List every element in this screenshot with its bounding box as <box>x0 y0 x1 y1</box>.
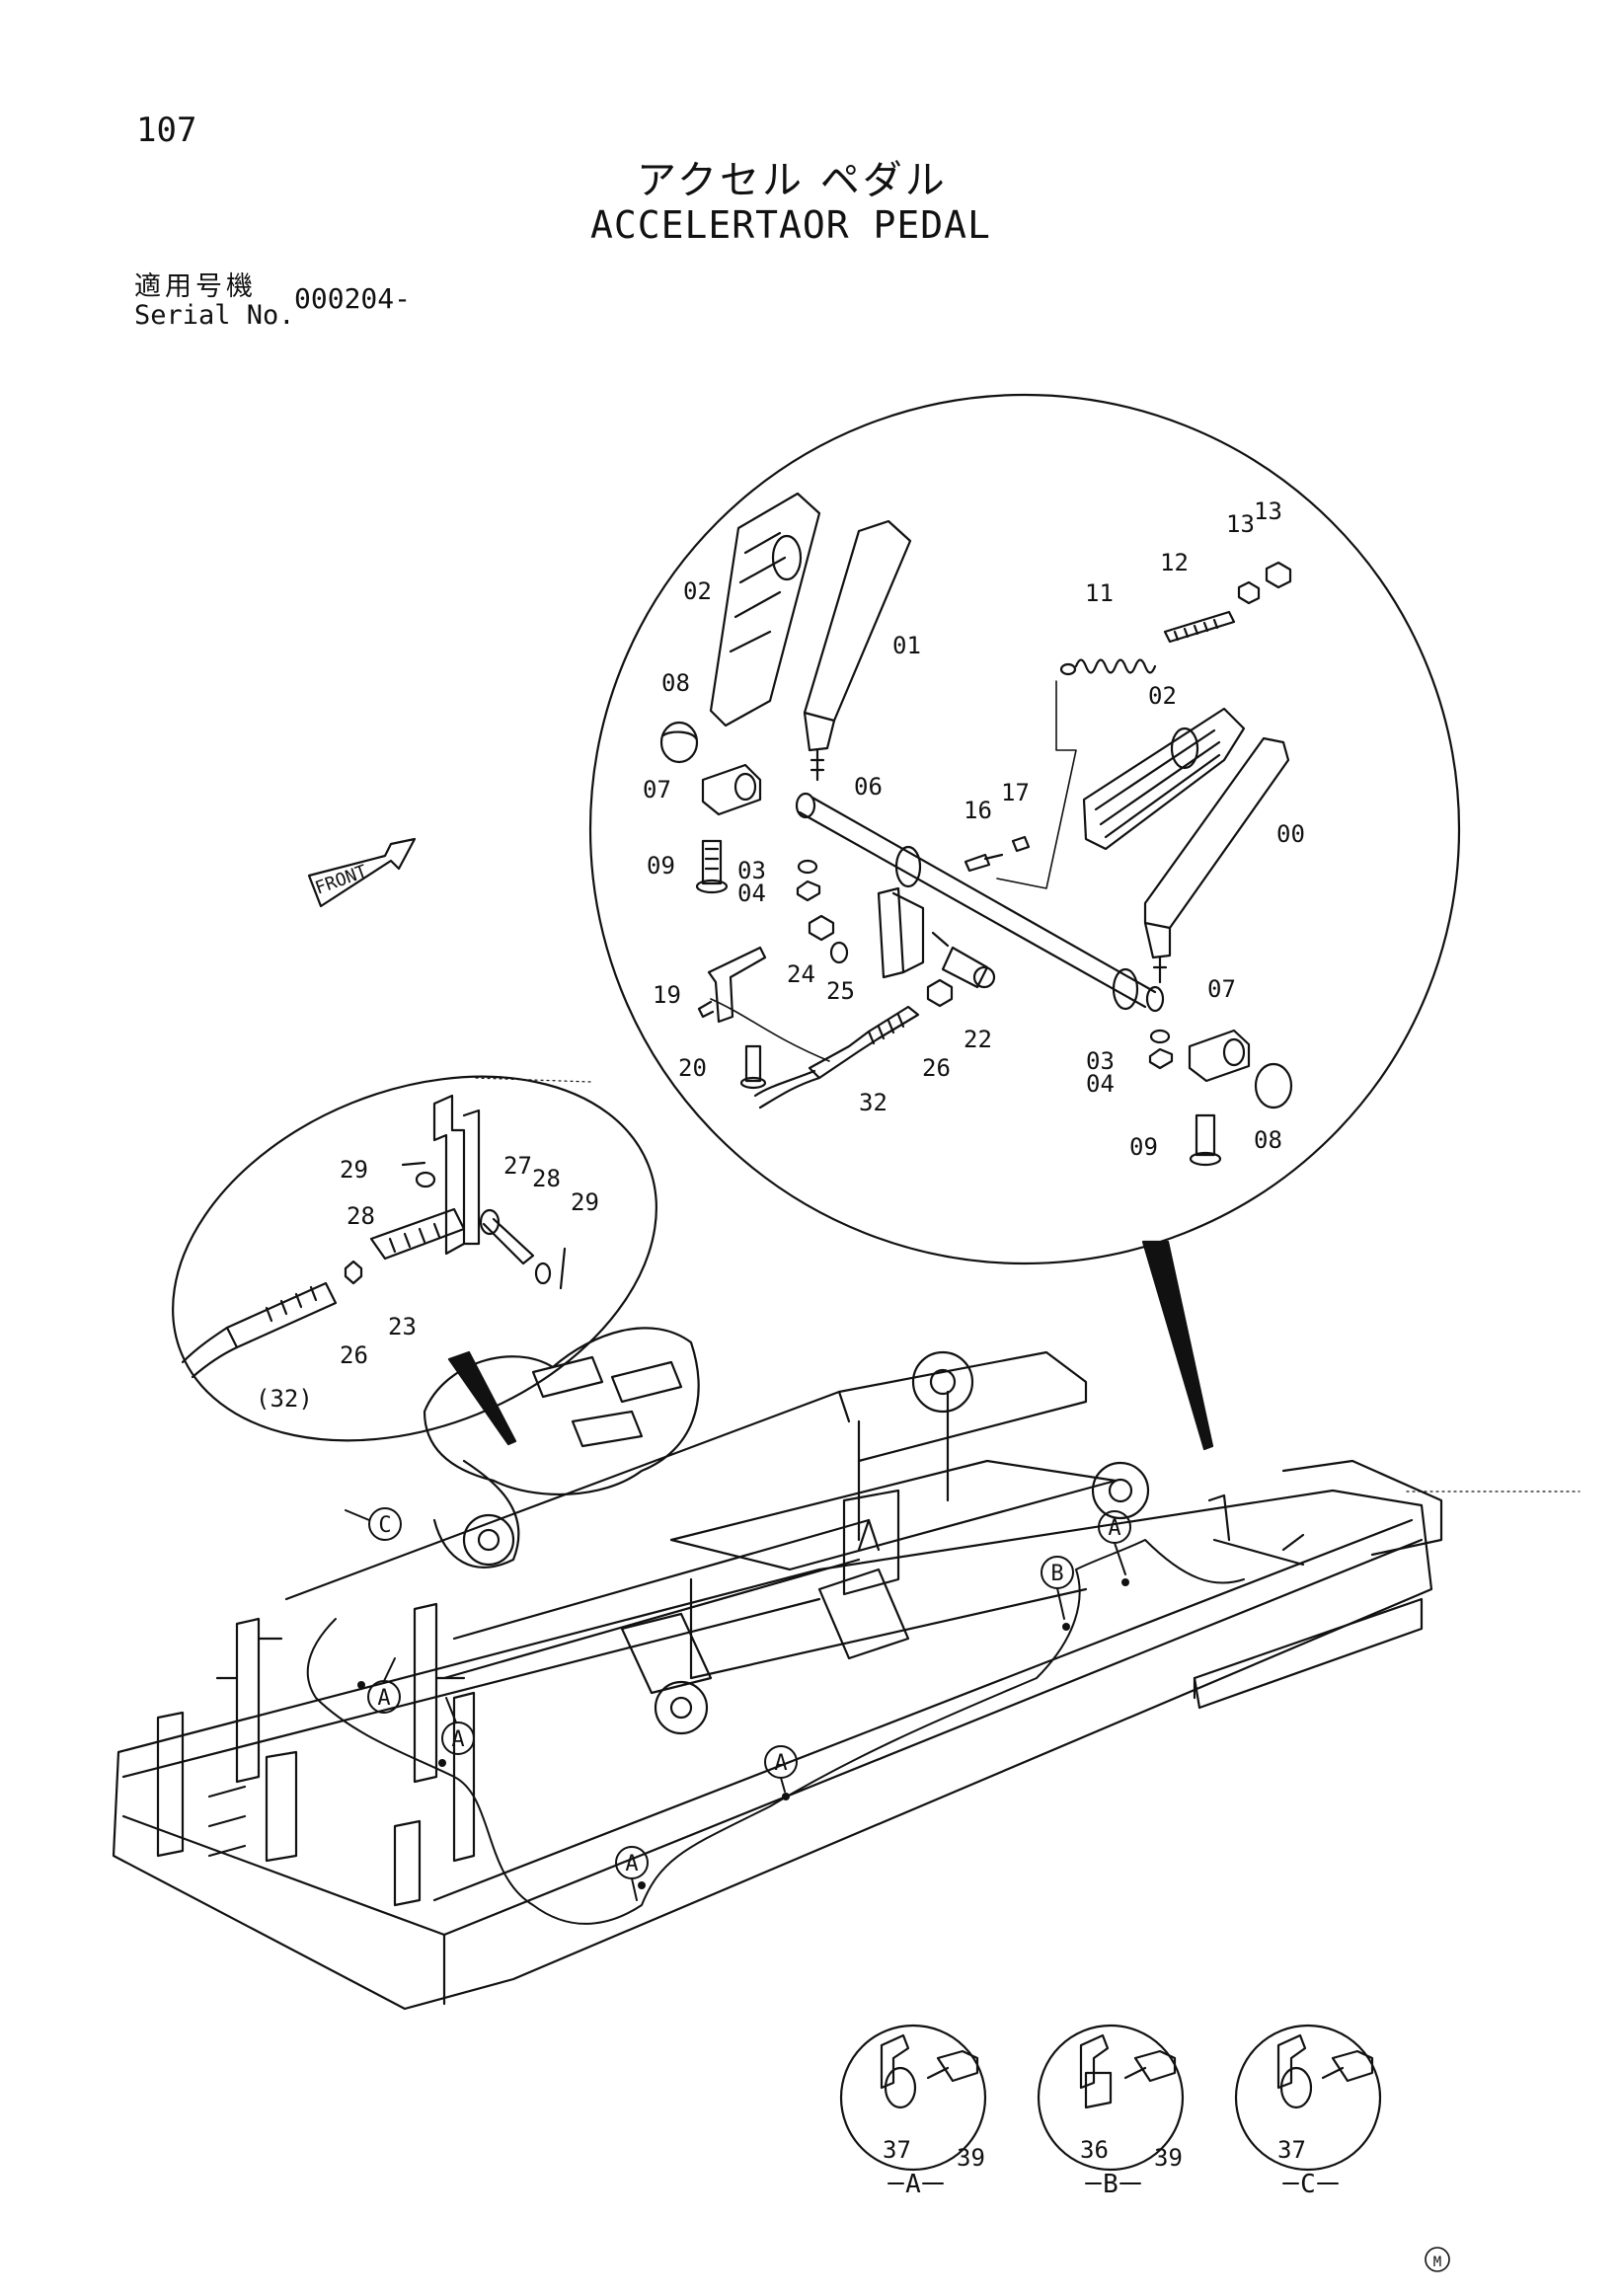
title-japanese: アクセル ペダル <box>637 158 948 203</box>
callout-02b: 02 <box>1148 682 1177 710</box>
callout-25: 25 <box>826 977 855 1005</box>
marker-a-1: A <box>377 1686 390 1711</box>
marker-c-circle <box>368 1507 402 1541</box>
clamp-detail-c <box>1234 2024 1382 2172</box>
serial-label-english: Serial No. <box>134 300 295 331</box>
callout-03b: 03 <box>1086 1047 1115 1075</box>
callout-19: 19 <box>653 981 681 1009</box>
marker-letters: A A A A B A C <box>377 1513 1120 1876</box>
callout-28a: 28 <box>347 1202 375 1230</box>
callout-37b: 37 <box>1277 2136 1306 2164</box>
clamp-detail-a <box>839 2024 987 2172</box>
pedal-detail-circle <box>588 393 1461 1265</box>
callout-32a: 32 <box>859 1089 887 1116</box>
callout-02a: 02 <box>683 577 712 605</box>
callout-27: 27 <box>503 1152 532 1180</box>
corner-mark-circle <box>1425 2247 1450 2272</box>
callout-00: 00 <box>1276 820 1305 848</box>
cable-end-detail-leader <box>447 1350 517 1446</box>
callout-29b: 29 <box>571 1188 599 1216</box>
callout-01: 01 <box>892 632 921 659</box>
callout-09b: 09 <box>1129 1133 1158 1161</box>
clamp-dots <box>357 1578 1129 1889</box>
callout-13a: 13 <box>1226 510 1255 538</box>
callout-37a: 37 <box>883 2136 911 2164</box>
marker-a-3: A <box>625 1852 638 1876</box>
callout-26b: 26 <box>340 1341 368 1369</box>
callout-06: 06 <box>854 773 883 801</box>
detail-view-labels: A B C <box>887 2170 1339 2199</box>
pedal-assembly <box>659 492 1293 1167</box>
cable-end-assembly <box>181 1094 567 1379</box>
clamp-detail-b <box>1037 2024 1185 2172</box>
marker-a-circle-2 <box>441 1722 475 1755</box>
callout-26a: 26 <box>922 1054 951 1082</box>
marker-b: B <box>1050 1562 1063 1586</box>
title-english: ACCELERTAOR PEDAL <box>590 203 991 247</box>
corner-mark: M <box>1433 2255 1441 2270</box>
callout-29a: 29 <box>340 1156 368 1184</box>
callout-07a: 07 <box>643 776 671 804</box>
callout-28b: 28 <box>532 1165 561 1192</box>
pedal-on-frame <box>1207 1493 1305 1567</box>
callout-39a: 39 <box>957 2144 985 2172</box>
callout-36: 36 <box>1080 2136 1109 2164</box>
callout-11: 11 <box>1085 579 1114 607</box>
callout-13b: 13 <box>1254 497 1282 525</box>
marker-a-2: A <box>451 1727 464 1752</box>
callout-04b: 04 <box>1086 1070 1115 1098</box>
serial-number-value: 000204- <box>294 282 412 315</box>
machine-frame <box>112 1327 1443 2011</box>
detail-view-b: B <box>1103 2170 1119 2199</box>
marker-c: C <box>378 1513 391 1538</box>
callout-04a: 04 <box>737 880 766 907</box>
accelerator-cable-route <box>306 1539 1245 1925</box>
callout-24: 24 <box>787 960 815 988</box>
callout-08b: 08 <box>1254 1126 1282 1154</box>
callout-17: 17 <box>1001 779 1030 806</box>
page-number: 107 <box>136 111 197 150</box>
clamp-markers <box>345 1507 1131 1901</box>
callout-08a: 08 <box>661 669 690 697</box>
callout-labels: 02 01 08 07 06 09 03 04 11 12 13 13 02 0… <box>256 497 1306 2172</box>
callout-39b: 39 <box>1154 2144 1183 2172</box>
detail-view-c: C <box>1300 2170 1316 2199</box>
callout-22: 22 <box>964 1026 992 1053</box>
detail-view-a: A <box>905 2170 921 2199</box>
pedal-detail-leader <box>1141 1240 1214 1451</box>
reference-dotted-line-left <box>473 1077 591 1083</box>
marker-a-5: A <box>1108 1516 1120 1541</box>
callout-09a: 09 <box>647 852 675 880</box>
callout-20: 20 <box>678 1054 707 1082</box>
callout-07b: 07 <box>1207 975 1236 1003</box>
cable-end-detail-oval <box>172 1075 657 1442</box>
callout-32b: (32) <box>256 1385 313 1413</box>
serial-label-japanese: 適用号機 <box>134 271 257 302</box>
callout-12: 12 <box>1160 549 1189 576</box>
front-direction-arrow: FRONT <box>307 837 417 908</box>
callout-23: 23 <box>388 1313 417 1340</box>
callout-16: 16 <box>964 797 992 824</box>
marker-a-4: A <box>774 1751 787 1776</box>
callout-03a: 03 <box>737 857 766 884</box>
